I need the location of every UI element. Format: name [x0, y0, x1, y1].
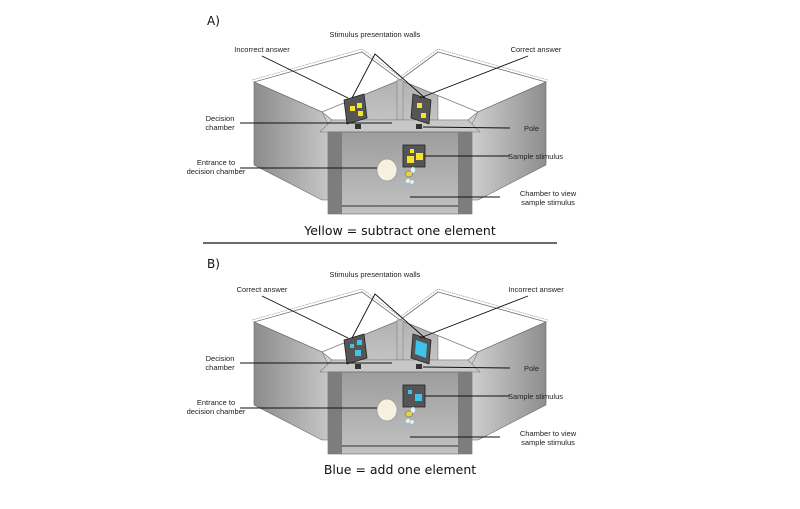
bee-body	[405, 170, 413, 178]
bee-icon	[405, 406, 416, 425]
walls-label: Stimulus presentation walls	[330, 30, 421, 39]
walls-label: Stimulus presentation walls	[330, 270, 421, 279]
right-answer-label: Incorrect answer	[508, 285, 564, 294]
stimulus-element	[358, 111, 363, 116]
decision-chamber-floor	[319, 359, 481, 373]
leader-line	[419, 55, 529, 99]
stimulus-element	[415, 340, 427, 358]
panel-a: A) Stimulus presentation wallsIncorrect …	[187, 14, 577, 238]
view-chamber-label: sample stimulus	[521, 438, 575, 447]
decision-chamber-label: Decision	[206, 354, 235, 363]
stimulus-element	[357, 103, 362, 108]
panel-letter: A)	[207, 14, 220, 28]
stimulus-element	[415, 394, 422, 401]
entrance-label: Entrance to	[197, 398, 235, 407]
stimulus-element	[417, 103, 422, 108]
panel-caption: Blue = add one element	[324, 462, 476, 477]
stimulus-element	[410, 149, 414, 153]
leader-line	[419, 295, 529, 339]
view-chamber-label: sample stimulus	[521, 198, 575, 207]
panel-letter: B)	[207, 257, 220, 271]
left-answer-label: Incorrect answer	[234, 45, 290, 54]
pole-left	[355, 124, 361, 129]
leader-line	[422, 366, 511, 369]
bee-body	[405, 410, 413, 418]
pole-label: Pole	[524, 364, 539, 373]
left-answer-label: Correct answer	[237, 285, 288, 294]
view-chamber-post-left	[328, 132, 342, 214]
panel-caption: Yellow = subtract one element	[303, 223, 496, 238]
bee-icon	[405, 166, 416, 185]
view-chamber-post-left	[328, 372, 342, 454]
entrance-hole	[376, 158, 398, 182]
decision-chamber-floor	[319, 119, 481, 133]
leader-line	[261, 295, 349, 339]
leader-line	[422, 126, 511, 129]
view-chamber-post-right	[458, 132, 472, 214]
pole-right	[416, 364, 422, 369]
entrance-hole	[376, 398, 398, 422]
walls-pointer	[351, 293, 426, 339]
stimulus-element	[357, 340, 362, 345]
entrance-label: decision chamber	[187, 407, 246, 416]
view-chamber-label: Chamber to view	[520, 189, 577, 198]
view-chamber-post-right	[458, 372, 472, 454]
stimulus-element	[421, 113, 426, 118]
stimulus-element	[350, 344, 354, 348]
right-answer-label: Correct answer	[511, 45, 562, 54]
sample-stimulus-label: Sample stimulus	[508, 152, 563, 161]
bee-wing	[410, 166, 416, 174]
pole-left	[355, 364, 361, 369]
decision-chamber-label: chamber	[205, 363, 235, 372]
bee-wing	[410, 406, 416, 414]
bee-wing	[409, 179, 415, 185]
leader-line	[261, 55, 349, 99]
stimulus-element	[355, 350, 361, 356]
decision-chamber-label: chamber	[205, 123, 235, 132]
entrance-label: decision chamber	[187, 167, 246, 176]
rim-outline	[251, 288, 549, 321]
view-chamber	[327, 371, 473, 455]
pole-label: Pole	[524, 124, 539, 133]
pole-right	[416, 124, 422, 129]
rim-outline	[251, 48, 549, 81]
view-chamber	[327, 131, 473, 215]
stimulus-element	[416, 153, 423, 160]
stimulus-element	[407, 156, 414, 163]
stimulus-element	[350, 106, 355, 111]
walls-pointer	[351, 53, 426, 99]
left-answer-stimulus	[343, 93, 368, 125]
view-chamber-label: Chamber to view	[520, 429, 577, 438]
stimulus-element	[408, 390, 412, 394]
entrance-label: Entrance to	[197, 158, 235, 167]
bee-wing	[409, 419, 415, 425]
decision-chamber-label: Decision	[206, 114, 235, 123]
sample-stimulus-label: Sample stimulus	[508, 392, 563, 401]
